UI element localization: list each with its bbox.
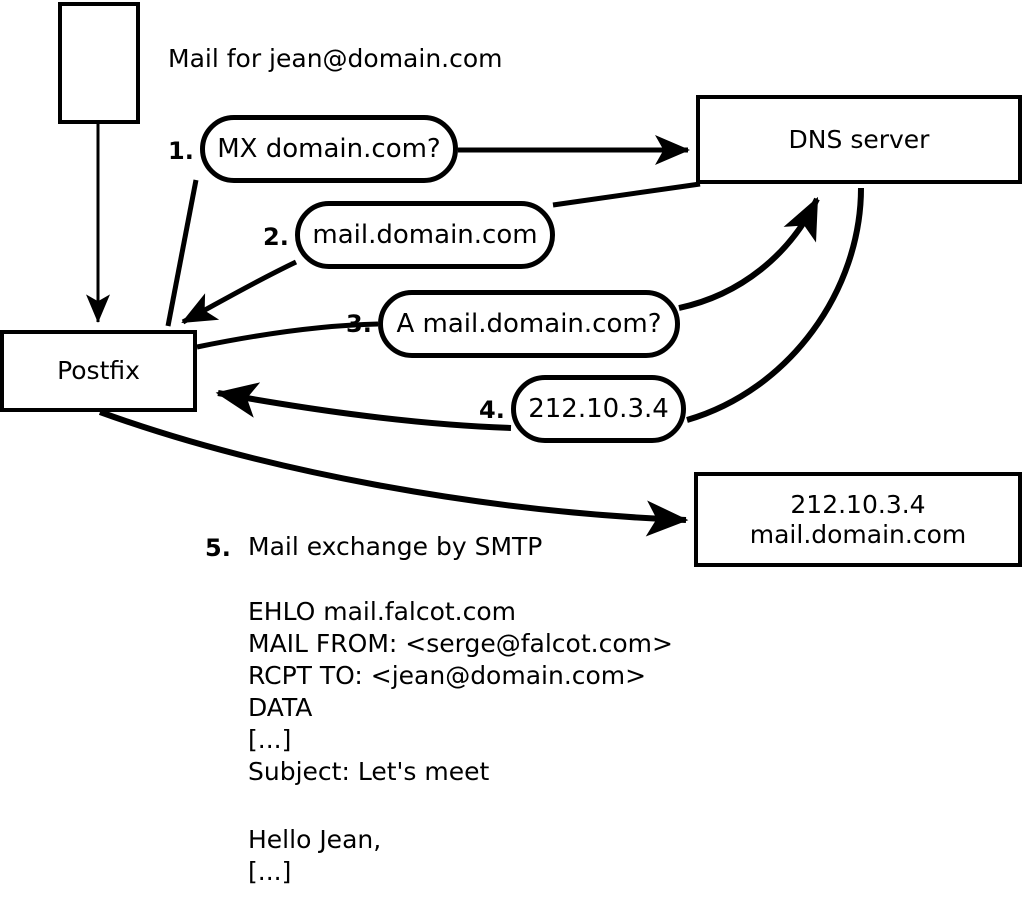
step-5-number: 5.: [205, 534, 231, 562]
postfix-box[interactable]: Postfix: [0, 330, 197, 412]
step-2-label: mail.domain.com: [312, 219, 538, 250]
edge-step4-to-postfix: [215, 382, 512, 431]
step-3-label: A mail.domain.com?: [396, 308, 662, 339]
postfix-label: Postfix: [57, 356, 140, 386]
dns-server-box[interactable]: DNS server: [696, 95, 1022, 184]
edge-step2-to-postfix: [181, 259, 298, 325]
edge-postfix-to-mailserver: [98, 409, 689, 537]
smtp-message-body: Hello Jean, [...] .: [248, 825, 382, 886]
step-4-number: 4.: [479, 396, 505, 424]
step-3-number: 3.: [346, 310, 372, 338]
edge-dns-to-step2: [552, 181, 701, 208]
step-4-pill[interactable]: 212.10.3.4: [511, 375, 686, 443]
step-2-number: 2.: [263, 223, 289, 251]
edge-postfix-to-step3: [196, 321, 379, 350]
step-1-pill[interactable]: MX domain.com?: [200, 115, 458, 183]
step-3-pill[interactable]: A mail.domain.com?: [378, 290, 680, 358]
step-1-label: MX domain.com?: [217, 133, 441, 164]
edge-dns-to-step4: [686, 187, 864, 423]
step-4-label: 212.10.3.4: [528, 393, 669, 424]
remote-mail-server-box[interactable]: 212.10.3.4 mail.domain.com: [694, 472, 1022, 567]
remote-mail-server-label: 212.10.3.4 mail.domain.com: [749, 490, 967, 549]
step-2-pill[interactable]: mail.domain.com: [295, 201, 555, 269]
page-title: Mail for jean@domain.com: [168, 44, 503, 73]
edge-postfix-to-step1: [165, 179, 199, 327]
step-5-label: Mail exchange by SMTP: [248, 532, 543, 561]
edge-step3-to-dns: [678, 196, 820, 311]
sender-host-box[interactable]: [58, 2, 140, 124]
smtp-transcript: EHLO mail.falcot.com MAIL FROM: <serge@f…: [248, 597, 673, 786]
dns-server-label: DNS server: [788, 124, 930, 154]
step-1-number: 1.: [168, 137, 194, 165]
